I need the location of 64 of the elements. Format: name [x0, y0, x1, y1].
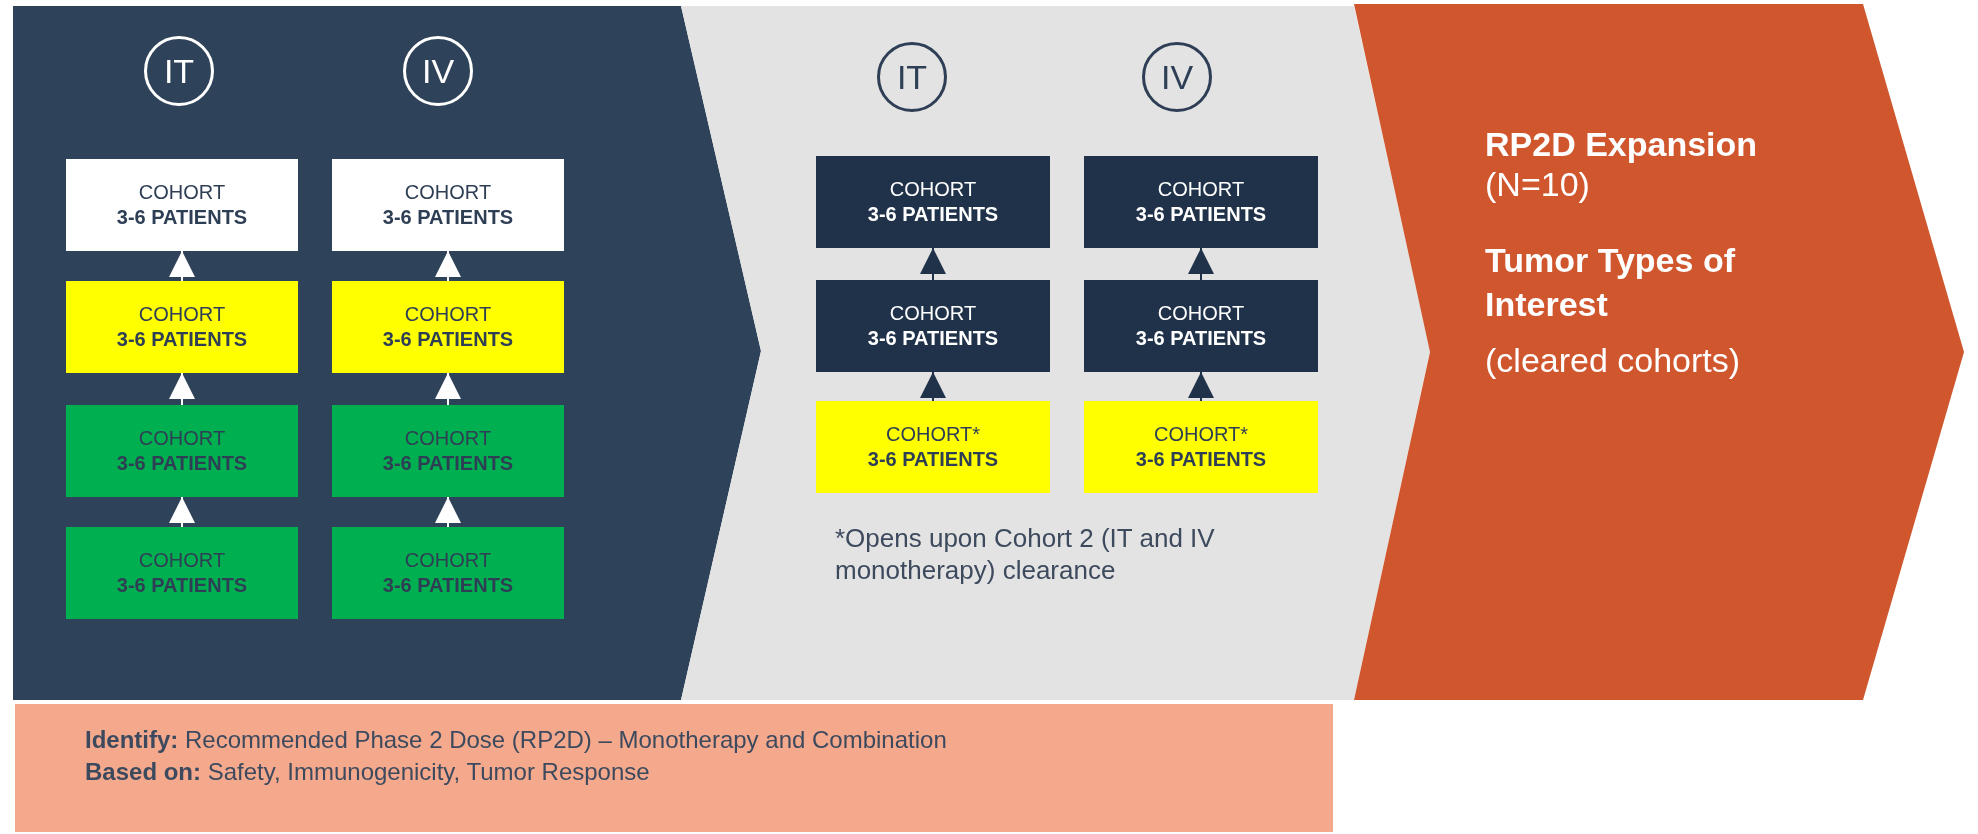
note-panel	[15, 704, 1333, 832]
cohort-label: COHORT	[138, 180, 226, 205]
circle-badge: IT	[877, 42, 947, 112]
patient-count: 3-6 PATIENTS	[382, 573, 514, 598]
patient-count: 3-6 PATIENTS	[382, 205, 514, 230]
patient-count: 3-6 PATIENTS	[116, 205, 248, 230]
patient-count: 3-6 PATIENTS	[867, 326, 999, 351]
cohort-label: COHORT	[404, 302, 492, 327]
cohort-box	[816, 401, 1050, 493]
subtitle-text: (cleared cohorts)	[1485, 340, 1741, 380]
arrow	[1188, 371, 1214, 402]
arrow	[169, 250, 195, 282]
cohort-label: COHORT*	[1153, 422, 1249, 447]
note-text: Identify: Recommended Phase 2 Dose (RP2D) – Monotherapy and Combination	[85, 725, 947, 755]
patient-count: 3-6 PATIENTS	[1135, 202, 1267, 227]
cohort-box	[332, 527, 564, 619]
patient-count: 3-6 PATIENTS	[382, 451, 514, 476]
cohort-label: COHORT	[404, 180, 492, 205]
cohort-label: COHORT	[889, 177, 977, 202]
heading-text: Tumor Types of Interest	[1485, 240, 1736, 325]
cohort-label: COHORT	[404, 548, 492, 573]
patient-count: 3-6 PATIENTS	[116, 327, 248, 352]
circle-badge: IV	[403, 36, 473, 106]
arrow	[920, 247, 946, 281]
arrow	[169, 372, 195, 406]
cohort-label: COHORT	[1157, 301, 1245, 326]
cohort-box	[816, 280, 1050, 372]
cohort-label: COHORT	[138, 302, 226, 327]
arrow	[920, 371, 946, 402]
circle-badge: IV	[1142, 42, 1212, 112]
patient-count: 3-6 PATIENTS	[1135, 447, 1267, 472]
cohort-label: COHORT	[404, 426, 492, 451]
cohort-box	[1084, 401, 1318, 493]
footnote-text: *Opens upon Cohort 2 (IT and IV monotherapy) clearance	[835, 522, 1216, 586]
cohort-box	[332, 281, 564, 373]
arrow	[435, 372, 461, 406]
patient-count: 3-6 PATIENTS	[867, 447, 999, 472]
cohort-label: COHORT	[889, 301, 977, 326]
patient-count: 3-6 PATIENTS	[116, 573, 248, 598]
cohort-box	[66, 159, 298, 251]
heading-text: RP2D Expansion	[1485, 124, 1758, 164]
circle-badge: IT	[144, 36, 214, 106]
patient-count: 3-6 PATIENTS	[1135, 326, 1267, 351]
arrow	[1188, 247, 1214, 281]
cohort-label: COHORT	[138, 426, 226, 451]
cohort-box	[66, 281, 298, 373]
cohort-box	[816, 156, 1050, 248]
cohort-box	[332, 159, 564, 251]
arrow	[435, 496, 461, 528]
cohort-label: COHORT*	[885, 422, 981, 447]
cohort-box	[66, 527, 298, 619]
arrow	[435, 250, 461, 282]
cohort-label: COHORT	[138, 548, 226, 573]
cohort-box	[66, 405, 298, 497]
note-text: Based on: Safety, Immunogenicity, Tumor Response	[85, 757, 650, 787]
cohort-label: COHORT	[1157, 177, 1245, 202]
patient-count: 3-6 PATIENTS	[116, 451, 248, 476]
cohort-box	[332, 405, 564, 497]
cohort-box	[1084, 156, 1318, 248]
patient-count: 3-6 PATIENTS	[867, 202, 999, 227]
count-text: (N=10)	[1485, 164, 1590, 204]
patient-count: 3-6 PATIENTS	[382, 327, 514, 352]
arrow	[169, 496, 195, 528]
cohort-box	[1084, 280, 1318, 372]
